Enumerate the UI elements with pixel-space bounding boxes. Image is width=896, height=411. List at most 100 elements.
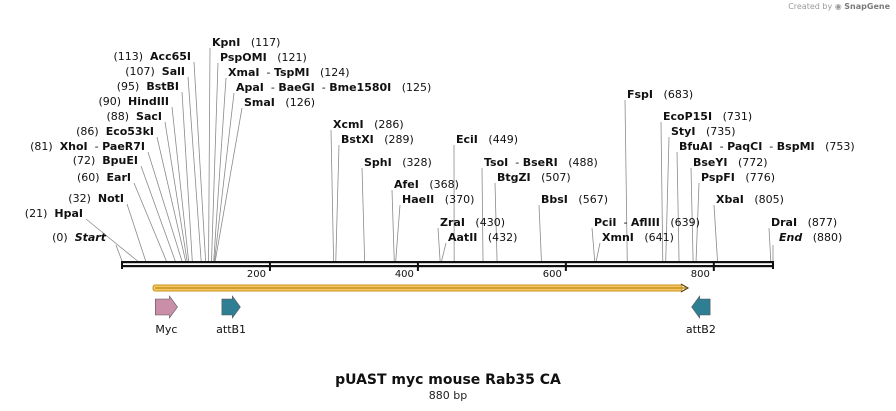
enzyme-name: PspFI bbox=[701, 171, 735, 184]
site-leader-sphi bbox=[361, 167, 366, 262]
feature-attb2[interactable]: attB2 bbox=[686, 295, 716, 336]
site-leader-ecop15i bbox=[660, 121, 664, 262]
sequence-end-end[interactable]: End (880) bbox=[779, 231, 842, 244]
name-separator: - bbox=[508, 156, 522, 169]
enzyme-name: BfuAI bbox=[679, 140, 713, 153]
restriction-site-bbsi[interactable]: BbsI (567) bbox=[541, 193, 608, 206]
restriction-site-xmni[interactable]: XmnI (641) bbox=[602, 231, 674, 244]
site-leader-aatii bbox=[441, 242, 447, 262]
restriction-site-tsoi[interactable]: TsoI - BseRI (488) bbox=[484, 156, 598, 169]
restriction-site-acc65i[interactable]: (113) Acc65I bbox=[113, 50, 191, 63]
site-leader-eari bbox=[133, 182, 167, 262]
restriction-site-pspfi[interactable]: PspFI (776) bbox=[701, 171, 775, 184]
restriction-site-btgzi[interactable]: BtgZI (507) bbox=[497, 171, 571, 184]
site-leader-saci bbox=[164, 121, 188, 262]
enzyme-name: BstXI bbox=[341, 133, 374, 146]
site-position: (430) bbox=[475, 216, 505, 229]
restriction-site-bpuei[interactable]: (72) BpuEI bbox=[73, 154, 138, 167]
restriction-site-bfuai[interactable]: BfuAI - PaqCI - BspMI (753) bbox=[679, 140, 855, 153]
restriction-site-xmai[interactable]: XmaI - TspMI (124) bbox=[228, 66, 350, 79]
site-leader-noti bbox=[126, 203, 147, 262]
restriction-site-eco53ki[interactable]: (86) Eco53kI bbox=[76, 125, 154, 138]
backbone-end-cap bbox=[772, 261, 774, 269]
ruler-tick-label: 600 bbox=[543, 269, 562, 280]
site-leader-bseyi bbox=[690, 167, 694, 262]
enzyme-name: BbsI bbox=[541, 193, 568, 206]
enzyme-name: EarI bbox=[107, 171, 131, 184]
restriction-site-xbai[interactable]: XbaI (805) bbox=[716, 193, 784, 206]
restriction-site-pspomi[interactable]: PspOMI (121) bbox=[220, 51, 307, 64]
site-position: (567) bbox=[578, 193, 608, 206]
site-leader-bbsi bbox=[538, 204, 542, 262]
feature-myc[interactable]: Myc bbox=[154, 295, 178, 336]
enzyme-name: EciI bbox=[456, 133, 478, 146]
restriction-site-saci[interactable]: (88) SacI bbox=[106, 110, 162, 123]
restriction-site-hindiii[interactable]: (90) HindIII bbox=[98, 95, 169, 108]
site-leader-eco53ki bbox=[156, 136, 187, 262]
site-position: (639) bbox=[670, 216, 700, 229]
orf-arrow[interactable] bbox=[152, 283, 690, 293]
site-position: (328) bbox=[402, 156, 432, 169]
site-leader-xcmi bbox=[330, 129, 334, 262]
site-position: (0) bbox=[52, 231, 68, 244]
name-separator: - bbox=[616, 216, 630, 229]
site-leader-styi bbox=[665, 136, 670, 262]
restriction-site-afei[interactable]: AfeI (368) bbox=[394, 178, 459, 191]
name-separator: - bbox=[264, 81, 278, 94]
restriction-site-noti[interactable]: (32) NotI bbox=[68, 192, 124, 205]
restriction-site-ecop15i[interactable]: EcoP15I (731) bbox=[663, 110, 752, 123]
restriction-site-bseyi[interactable]: BseYI (772) bbox=[693, 156, 768, 169]
dna-backbone-bottom bbox=[122, 265, 773, 268]
site-position: (81) bbox=[30, 140, 53, 153]
restriction-site-sphi[interactable]: SphI (328) bbox=[364, 156, 432, 169]
restriction-site-kpni[interactable]: KpnI (117) bbox=[212, 36, 280, 49]
watermark-prefix: Created by bbox=[788, 2, 833, 11]
restriction-site-eari[interactable]: (60) EarI bbox=[77, 171, 131, 184]
map-length: 880 bp bbox=[428, 389, 468, 402]
site-leader-drai bbox=[768, 227, 772, 262]
end-name: End bbox=[779, 231, 802, 244]
enzyme-name: Bme1580I bbox=[329, 81, 391, 94]
enzyme-name: XbaI bbox=[716, 193, 744, 206]
name-separator: - bbox=[259, 66, 273, 79]
ruler-tick bbox=[564, 261, 567, 271]
site-leader-xmni bbox=[595, 242, 601, 262]
enzyme-name: PaeR7I bbox=[102, 140, 145, 153]
enzyme-name: ZraI bbox=[440, 216, 465, 229]
restriction-site-haeii[interactable]: HaeII (370) bbox=[402, 193, 474, 206]
restriction-site-pcii[interactable]: PciI - AflIII (639) bbox=[594, 216, 700, 229]
restriction-site-apai[interactable]: ApaI - BaeGI - Bme1580I (125) bbox=[236, 81, 431, 94]
enzyme-name: PspOMI bbox=[220, 51, 267, 64]
restriction-site-xhoi[interactable]: (81) XhoI - PaeR7I bbox=[30, 140, 145, 153]
site-leader-acc65i bbox=[193, 61, 206, 262]
restriction-site-zrai[interactable]: ZraI (430) bbox=[440, 216, 505, 229]
restriction-site-drai[interactable]: DraI (877) bbox=[771, 216, 837, 229]
restriction-site-fspi[interactable]: FspI (683) bbox=[627, 88, 693, 101]
site-position: (32) bbox=[68, 192, 91, 205]
site-leader-bstxi bbox=[335, 144, 340, 262]
restriction-site-aatii[interactable]: AatII (432) bbox=[448, 231, 517, 244]
site-leader-zrai bbox=[437, 227, 441, 262]
site-position: (735) bbox=[706, 125, 736, 138]
restriction-site-xcmi[interactable]: XcmI (286) bbox=[333, 118, 404, 131]
enzyme-name: TsoI bbox=[484, 156, 508, 169]
end-leader-start bbox=[115, 244, 123, 262]
feature-attb1[interactable]: attB1 bbox=[216, 295, 246, 336]
restriction-site-bstxi[interactable]: BstXI (289) bbox=[341, 133, 414, 146]
restriction-site-ecii[interactable]: EciI (449) bbox=[456, 133, 518, 146]
site-position: (877) bbox=[808, 216, 838, 229]
site-leader-fspi bbox=[624, 99, 628, 262]
restriction-site-smai[interactable]: SmaI (126) bbox=[244, 96, 315, 109]
restriction-site-sali[interactable]: (107) SalI bbox=[125, 65, 185, 78]
site-position: (683) bbox=[664, 88, 694, 101]
sequence-end-start[interactable]: (0) Start bbox=[52, 231, 107, 244]
name-separator: - bbox=[88, 140, 102, 153]
restriction-site-bstbi[interactable]: (95) BstBI bbox=[117, 80, 179, 93]
restriction-site-styi[interactable]: StyI (735) bbox=[671, 125, 736, 138]
site-leader-hindiii bbox=[171, 106, 189, 262]
enzyme-name: BseRI bbox=[523, 156, 558, 169]
site-position: (289) bbox=[384, 133, 414, 146]
restriction-site-hpai[interactable]: (21) HpaI bbox=[25, 207, 83, 220]
site-position: (286) bbox=[374, 118, 404, 131]
enzyme-name: BtgZI bbox=[497, 171, 531, 184]
